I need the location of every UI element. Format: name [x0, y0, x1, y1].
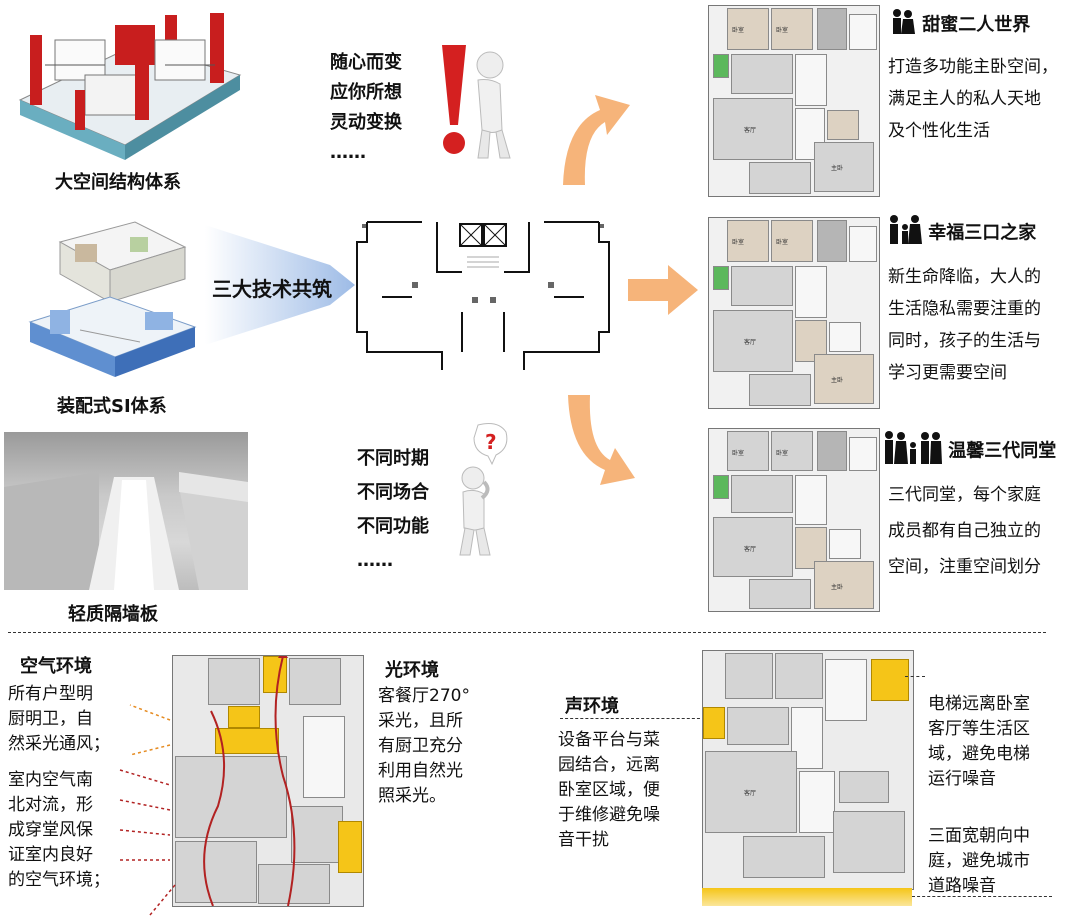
- thinking-figure-icon: ?: [448, 420, 518, 560]
- sound-line: 园结合，远离: [558, 755, 660, 775]
- flex-line: 不同场合: [357, 482, 429, 503]
- section-line: 及个性化生活: [888, 121, 990, 141]
- sound-line: 于维修避免噪: [558, 805, 660, 825]
- elevator-note: 电梯远离卧室 客厅等生活区 域，避免电梯 运行噪音: [928, 692, 1030, 792]
- air-env-title: 空气环境: [20, 656, 92, 677]
- si-system-image: [20, 212, 205, 387]
- elevator-line: 运行噪音: [928, 769, 996, 789]
- tech-banner-text: 三大技术共筑: [212, 277, 332, 301]
- section-line: 生活隐私需要注重的: [888, 299, 1041, 319]
- sound-line: 设备平台与菜: [558, 730, 660, 750]
- courtyard-note: 三面宽朝向中 庭，避免城市 道路噪音: [928, 824, 1030, 899]
- sound-line: 音干扰: [558, 830, 609, 850]
- air-flow-arrows: [110, 700, 190, 920]
- structure-system-label: 大空间结构体系: [55, 172, 181, 193]
- flex-line: ……: [357, 550, 393, 571]
- light-line: 照采光。: [378, 786, 446, 806]
- flex-line: 应你所想: [330, 82, 402, 103]
- air-env-text-2: 室内空气南 北对流，形 成穿堂风保 证室内良好 的空气环境；: [8, 768, 110, 893]
- elevator-line: 电梯远离卧室: [928, 694, 1030, 714]
- flex-line: 不同时期: [357, 448, 429, 469]
- section-line: 三代同堂，每个家庭: [888, 485, 1041, 505]
- section-line: 满足主人的私人天地: [888, 89, 1041, 109]
- flex-line: 不同功能: [357, 516, 429, 537]
- partition-board-label: 轻质隔墙板: [68, 604, 158, 625]
- flex-line: 灵动变换: [330, 112, 402, 133]
- elevator-line: 客厅等生活区: [928, 719, 1030, 739]
- multi-generation-silhouette-icon: [884, 430, 942, 473]
- section-two-person: 甜蜜二人世界 打造多功能主卧空间， 满足主人的私人天地 及个性化生活: [888, 8, 1078, 147]
- flex-line: ……: [330, 142, 366, 163]
- light-env-title: 光环境: [385, 660, 439, 681]
- flex-lines-bottom: 不同时期 不同场合 不同功能 ……: [357, 442, 429, 578]
- sound-floor-plan: 客厅: [702, 650, 914, 890]
- arrow-to-two-person: [555, 80, 635, 190]
- svg-text:?: ?: [485, 430, 497, 454]
- light-line: 利用自然光: [378, 761, 463, 781]
- air-line: 成穿堂风保: [8, 820, 93, 840]
- air-line: 室内空气南: [8, 770, 93, 790]
- tech-banner-arrow: [205, 225, 355, 345]
- sound-env-title: 声环境: [565, 696, 619, 717]
- light-line: 采光，且所: [378, 711, 463, 731]
- family-silhouette-icon: [888, 214, 922, 253]
- section-three-generation: 温馨三代同堂 三代同堂，每个家庭 成员都有自己独立的 空间，注重空间划分: [884, 430, 1078, 585]
- section-line: 成员都有自己独立的: [888, 521, 1041, 541]
- light-line: 有厨卫充分: [378, 736, 463, 756]
- section-line: 空间，注重空间划分: [888, 557, 1041, 577]
- section-line: 新生命降临，大人的: [888, 267, 1041, 287]
- arrow-to-three-generation: [560, 390, 640, 505]
- arrow-to-three-person: [628, 265, 698, 315]
- air-line: 的空气环境；: [8, 870, 110, 890]
- floor-plan-three-person: 卧室 卧室 客厅 主卧: [708, 217, 880, 409]
- section-line: 学习更需要空间: [888, 363, 1007, 383]
- section-title: 甜蜜二人世界: [922, 14, 1031, 36]
- air-line: 然采光通风；: [8, 734, 110, 754]
- floor-plan-three-generation: 卧室 卧室 客厅 主卧: [708, 428, 880, 612]
- sound-line: 卧室区域，便: [558, 780, 660, 800]
- air-env-text-1: 所有户型明 厨明卫，自 然采光通风；: [8, 682, 110, 757]
- exclamation-figure-icon: [430, 40, 515, 165]
- structure-model-image: [15, 5, 245, 170]
- flex-line: 随心而变: [330, 52, 402, 73]
- courtyard-line: 道路噪音: [928, 876, 996, 896]
- section-title: 幸福三口之家: [928, 222, 1037, 244]
- couple-silhouette-icon: [888, 8, 916, 43]
- elevator-pointer-line: [905, 676, 925, 677]
- base-floor-plan: [352, 212, 614, 372]
- ventilation-floor-plan: [172, 655, 364, 907]
- sound-env-text: 设备平台与菜 园结合，远离 卧室区域，便 于维修避免噪 音干扰: [558, 728, 660, 853]
- section-divider: [8, 632, 1046, 633]
- air-line: 厨明卫，自: [8, 709, 93, 729]
- section-title: 温馨三代同堂: [948, 440, 1057, 462]
- flex-lines-top: 随心而变 应你所想 灵动变换 ……: [330, 48, 402, 168]
- section-three-person: 幸福三口之家 新生命降临，大人的 生活隐私需要注重的 同时，孩子的生活与 学习更…: [888, 214, 1078, 389]
- courtyard-line: 庭，避免城市: [928, 851, 1030, 871]
- sound-pointer-line: [560, 718, 705, 719]
- section-line: 打造多功能主卧空间，: [888, 57, 1058, 77]
- air-line: 北对流，形: [8, 795, 93, 815]
- air-line: 证室内良好: [8, 845, 93, 865]
- light-env-text: 客餐厅270° 采光，且所 有厨卫充分 利用自然光 照采光。: [378, 684, 470, 809]
- air-line: 所有户型明: [8, 684, 93, 704]
- courtyard-line: 三面宽朝向中: [928, 826, 1030, 846]
- section-line: 同时，孩子的生活与: [888, 331, 1041, 351]
- light-line: 客餐厅270°: [378, 686, 470, 706]
- courtyard-bar: [702, 888, 912, 906]
- courtyard-pointer-line: [912, 896, 1052, 897]
- elevator-line: 域，避免电梯: [928, 744, 1030, 764]
- partition-board-photo: [4, 432, 248, 590]
- floor-plan-two-person: 卧室 卧室 客厅 主卧: [708, 5, 880, 197]
- si-system-label: 装配式SI体系: [57, 396, 167, 417]
